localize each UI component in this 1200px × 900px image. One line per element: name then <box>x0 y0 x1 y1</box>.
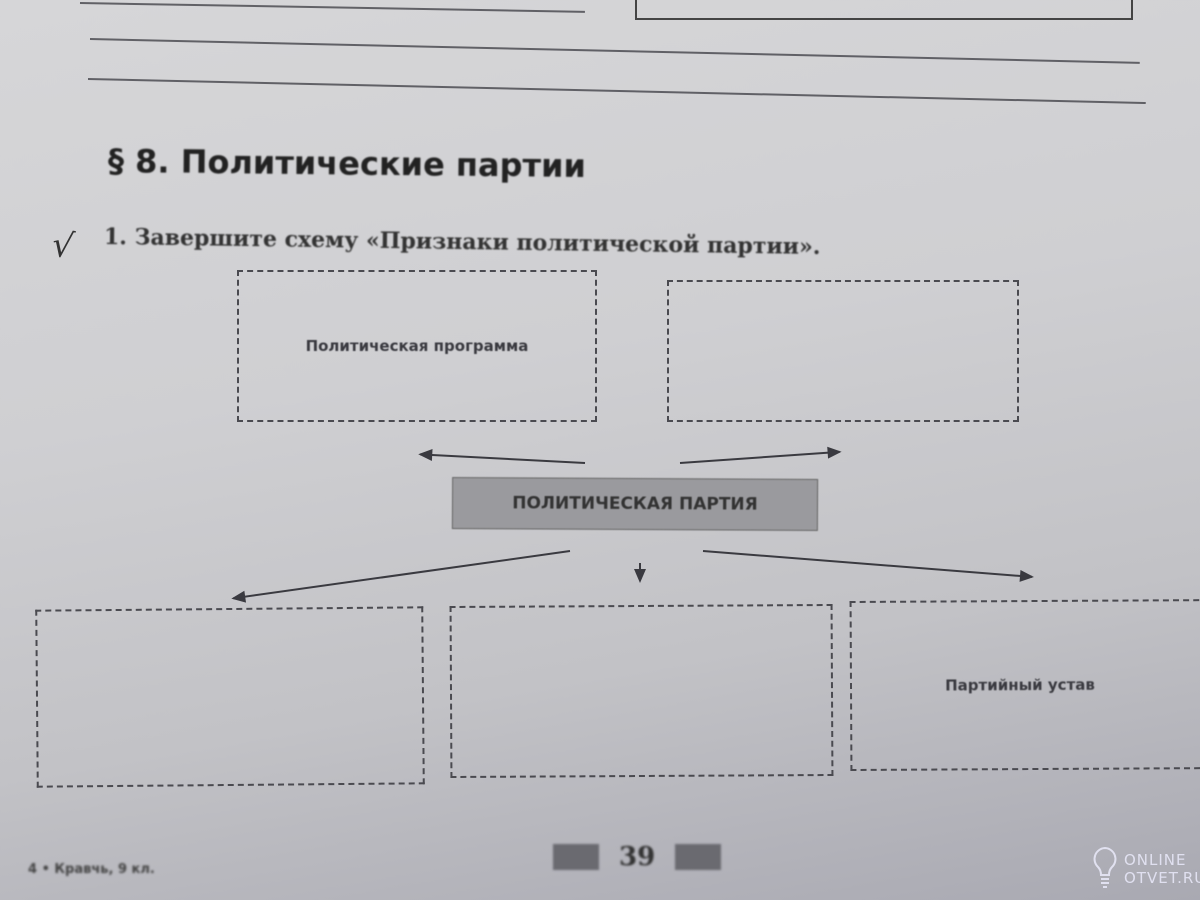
watermark-line1: ONLINE <box>1124 851 1187 869</box>
arrow-icon <box>233 550 571 600</box>
scheme-box-top-right <box>667 280 1019 422</box>
task-text: 1. Завершите схему «Признаки политическо… <box>103 224 821 261</box>
box-label: Партийный устав <box>945 675 1095 695</box>
imprint: 4 • Кравчь, 9 кл. <box>28 862 155 877</box>
box-label: Политическая программа <box>305 337 529 355</box>
scheme-box-bottom-right: Партийный устав <box>849 599 1200 771</box>
watermark: ONLINE OTVET.RU <box>1090 845 1200 893</box>
scheme-center-label: ПОЛИТИЧЕСКАЯ ПАРТИЯ <box>451 477 819 531</box>
page-number-text: 39 <box>619 842 656 872</box>
check-mark: √ <box>49 224 77 268</box>
page-number: 39 <box>553 842 722 872</box>
scheme-box-bottom-middle <box>449 603 834 779</box>
scheme-box-top-left: Политическая программа <box>237 270 597 422</box>
arrow-icon <box>639 563 641 581</box>
scheme-box-bottom-left <box>35 606 425 788</box>
arrow-icon <box>420 453 586 464</box>
page-marker-left <box>553 844 599 870</box>
arrow-icon <box>702 550 1033 578</box>
lightbulb-icon <box>1093 846 1117 888</box>
arrow-icon <box>679 450 840 464</box>
answer-box-top <box>635 0 1133 20</box>
watermark-line2: OTVET.RU <box>1124 869 1200 887</box>
answer-line <box>87 78 1146 105</box>
section-title: § 8. Политические партии <box>107 142 587 186</box>
answer-line <box>79 2 585 13</box>
page-marker-right <box>675 844 722 870</box>
answer-line <box>89 38 1140 64</box>
